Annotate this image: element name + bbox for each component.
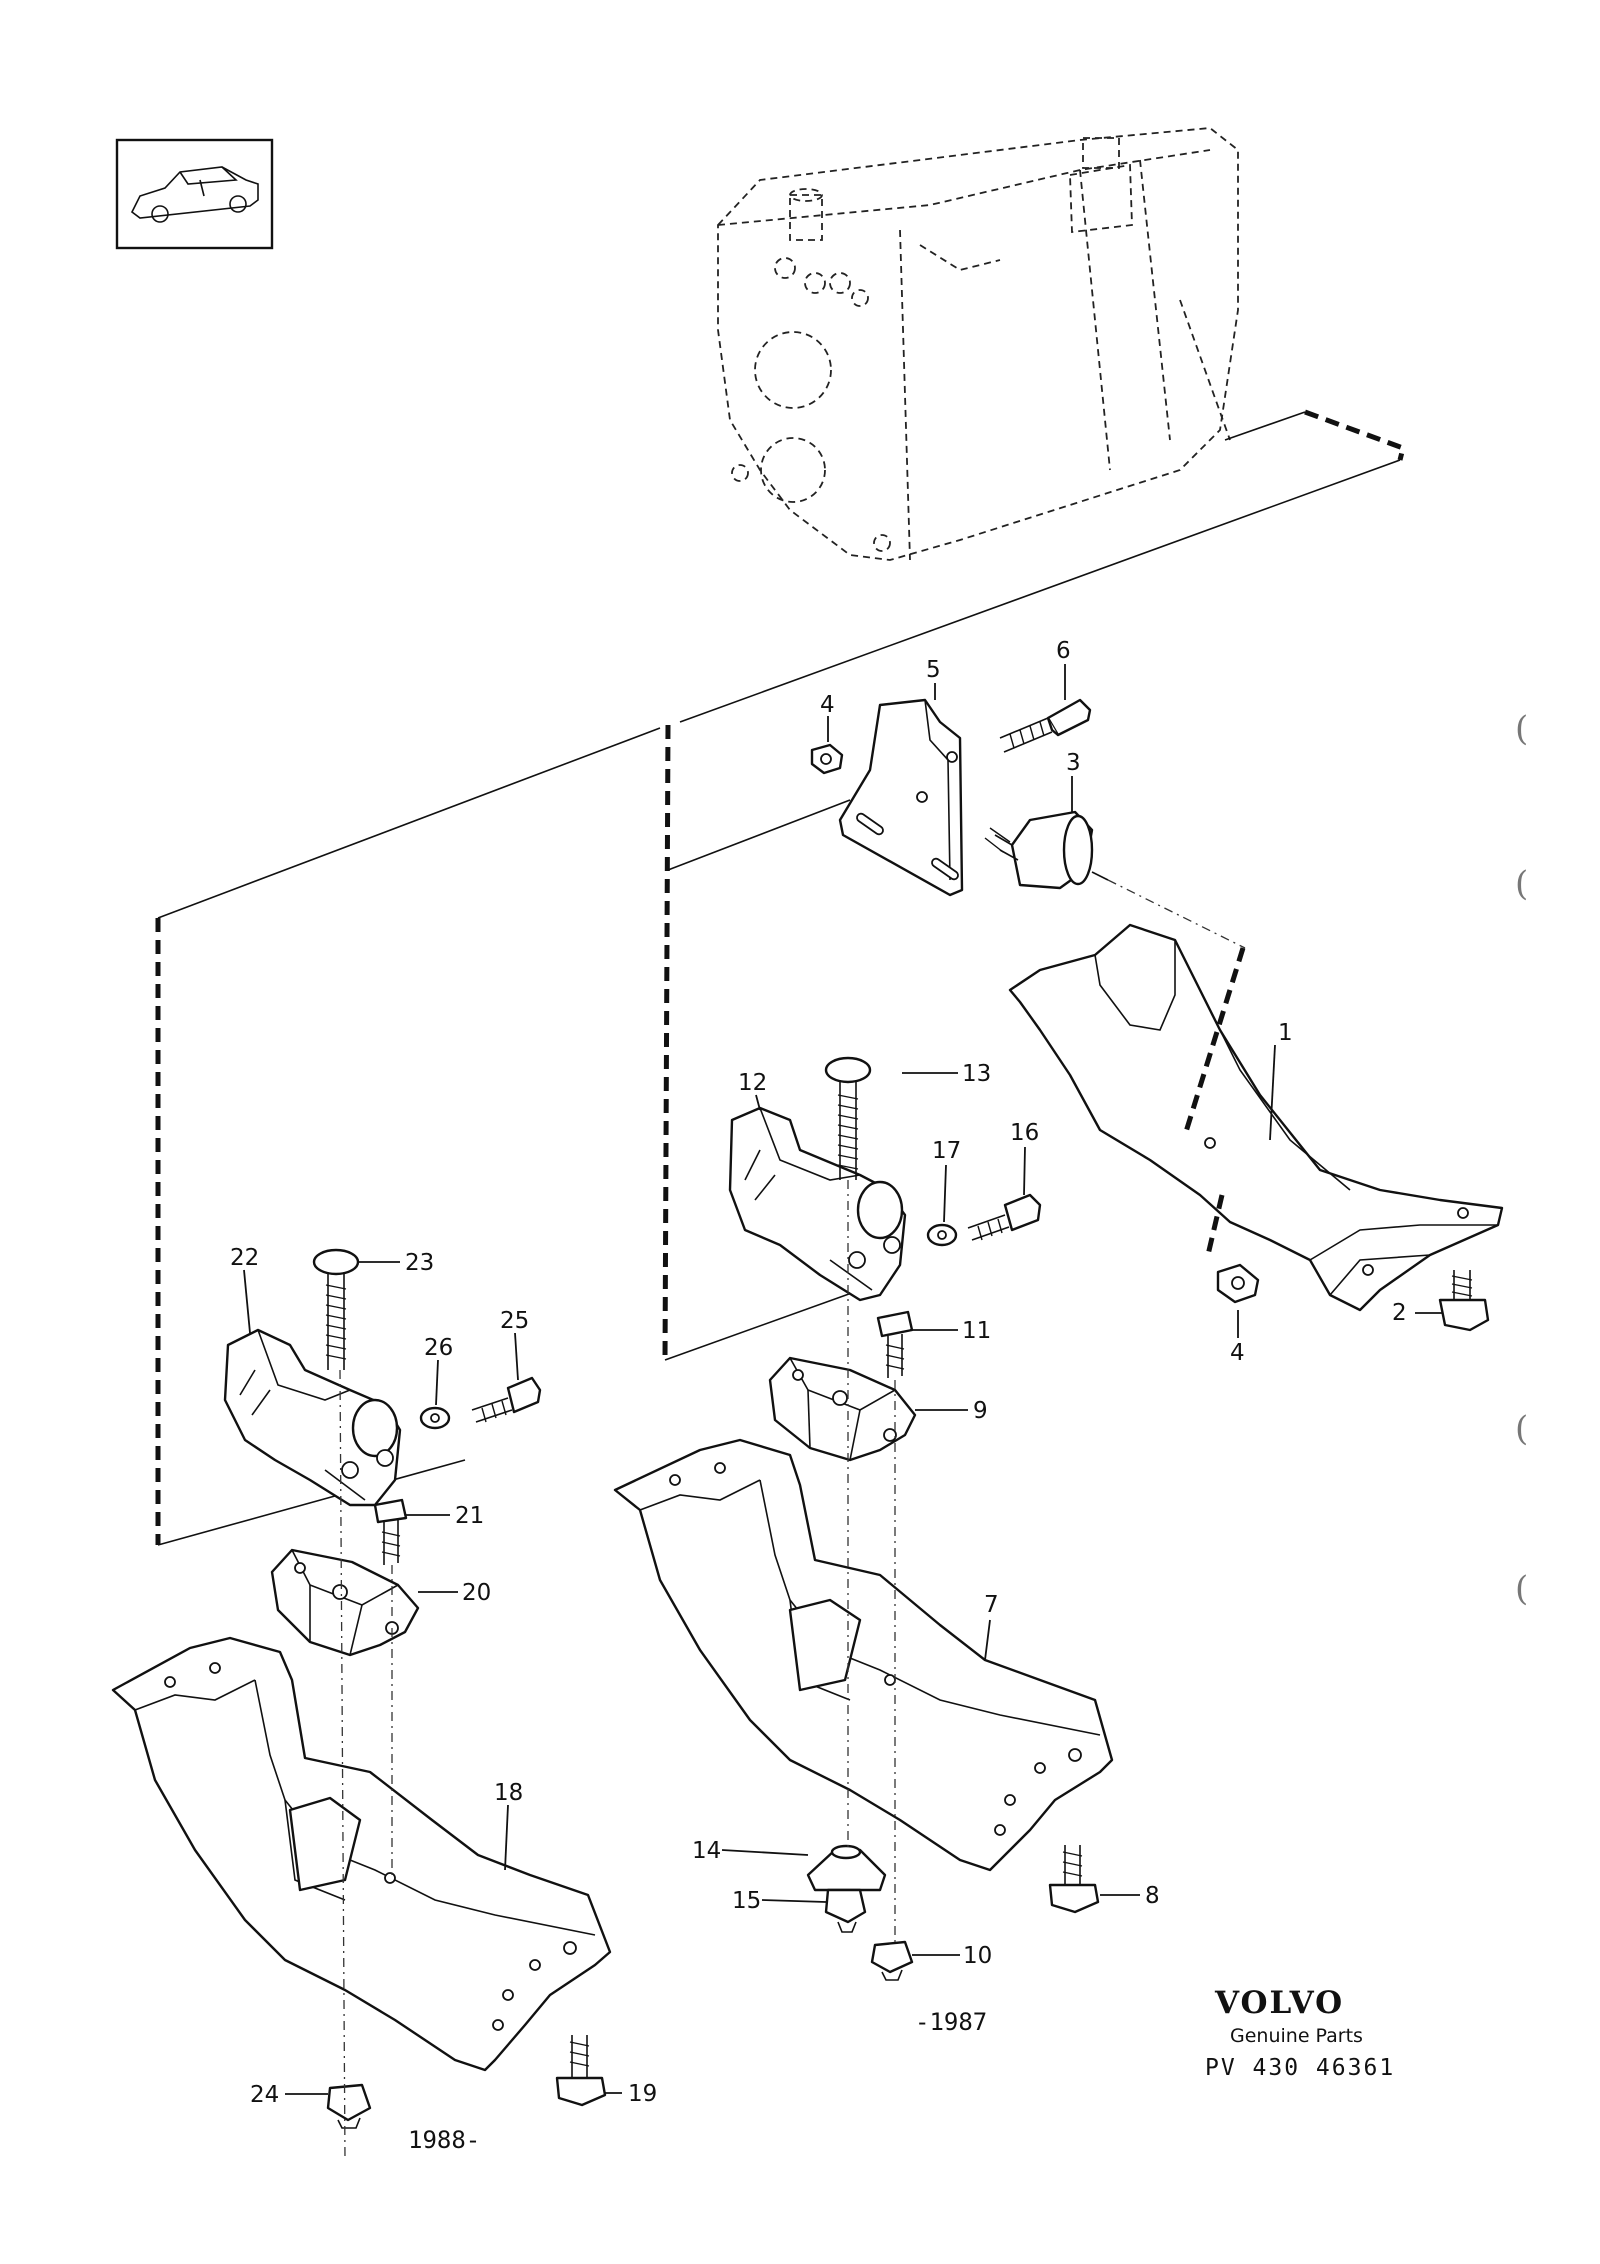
part-7-crossmember — [613, 1438, 1114, 1872]
part-16-bolt — [967, 1193, 1042, 1241]
callout-6: 6 — [1056, 638, 1071, 664]
part-10-nut — [870, 1940, 914, 1981]
callout-2: 2 — [1392, 1300, 1407, 1326]
callout-4-upper: 4 — [820, 692, 835, 718]
part-22-bracket — [223, 1328, 402, 1507]
note-from-1988: 1988- — [408, 2126, 480, 2154]
brand-tagline: Genuine Parts — [1230, 2025, 1363, 2047]
callout-26: 26 — [424, 1335, 453, 1361]
part-26-washer — [419, 1406, 451, 1430]
margin-mark: ( — [1515, 709, 1528, 749]
callout-18: 18 — [494, 1780, 523, 1806]
margin-marks: ( ( ( ( — [1515, 709, 1528, 1609]
part-25-bolt — [471, 1376, 542, 1423]
callout-11: 11 — [962, 1318, 991, 1344]
part-13-bolt — [824, 1056, 872, 1180]
callout-14: 14 — [692, 1838, 721, 1864]
part-17-washer — [926, 1223, 958, 1247]
callout-5: 5 — [926, 657, 941, 683]
callout-13: 13 — [962, 1061, 991, 1087]
callout-10: 10 — [963, 1943, 992, 1969]
part-18-crossmember — [111, 1636, 612, 2072]
callout-20: 20 — [462, 1580, 491, 1606]
connector-dashed-part1 — [1182, 947, 1246, 1136]
margin-mark: ( — [1515, 864, 1528, 904]
part-1-crossmember — [1008, 923, 1504, 1312]
part-8-bolt — [1048, 1845, 1100, 1914]
part-23-bolt — [312, 1248, 360, 1370]
part-12-bracket — [728, 1106, 907, 1302]
callout-25: 25 — [500, 1308, 529, 1334]
callout-16: 16 — [1010, 1120, 1039, 1146]
callout-19: 19 — [628, 2081, 657, 2107]
callout-7: 7 — [984, 1592, 999, 1618]
part-3-rubber-mount — [984, 810, 1109, 890]
part-4-nut-lower — [1216, 1263, 1260, 1304]
note-upto-1987: -1987 — [915, 2008, 987, 2036]
callout-3: 3 — [1066, 750, 1081, 776]
part-21-bolt — [373, 1498, 408, 1565]
callout-12: 12 — [738, 1070, 767, 1096]
part-24-nut — [326, 2083, 372, 2129]
frame-dashed-middle — [662, 724, 671, 1361]
connector-dashed-upper — [1304, 409, 1406, 461]
part-14-rubber-stop — [806, 1844, 887, 1892]
brand-block: VOLVO Genuine Parts PV 430 46361 — [1205, 1985, 1395, 2081]
part-2-bolt — [1438, 1270, 1490, 1332]
callout-22: 22 — [230, 1245, 259, 1271]
part-9-mount — [768, 1356, 917, 1462]
part-20-mount — [270, 1548, 420, 1657]
part-6-bolt — [999, 698, 1092, 753]
part-5-bracket — [838, 698, 964, 897]
callout-17: 17 — [932, 1138, 961, 1164]
vehicle-thumbnail — [115, 138, 274, 250]
part-19-bolt — [555, 2035, 607, 2107]
margin-mark: ( — [1515, 1569, 1528, 1609]
reference-number: PV 430 46361 — [1205, 2055, 1395, 2081]
callout-labels: 1 2 3 4 4 5 6 7 8 9 10 11 12 13 14 15 16… — [230, 638, 1407, 2108]
leader-lines — [243, 664, 1442, 2095]
part-15-nut — [824, 1888, 867, 1933]
callout-21: 21 — [455, 1503, 484, 1529]
centerline-left-a — [339, 1369, 346, 2161]
callout-23: 23 — [405, 1250, 434, 1276]
callout-9: 9 — [973, 1398, 988, 1424]
gearbox-outline — [717, 127, 1239, 561]
car-sedan-icon — [130, 166, 259, 223]
callout-8: 8 — [1145, 1883, 1160, 1909]
callout-1: 1 — [1278, 1020, 1293, 1046]
part-4-nut-upper — [810, 743, 844, 775]
part-11-bolt — [876, 1310, 914, 1378]
brand-name: VOLVO — [1214, 1985, 1344, 2021]
margin-mark: ( — [1515, 1409, 1528, 1449]
callout-15: 15 — [732, 1888, 761, 1914]
callout-24: 24 — [250, 2082, 279, 2108]
callout-4-lower: 4 — [1230, 1340, 1245, 1366]
